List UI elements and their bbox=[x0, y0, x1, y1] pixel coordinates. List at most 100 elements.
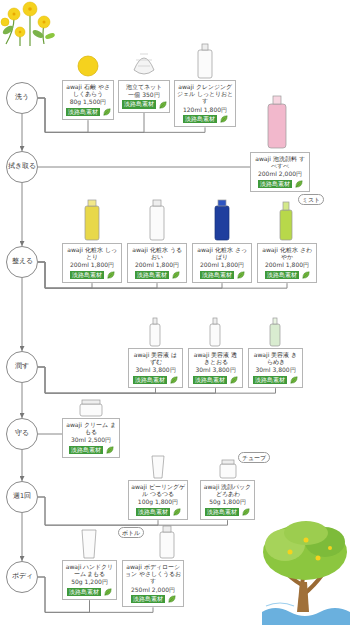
leaf-shape bbox=[103, 109, 109, 115]
leaf-icon bbox=[159, 101, 167, 109]
origin-tag: 淡路島素材 bbox=[135, 271, 169, 280]
flow-connector bbox=[38, 434, 62, 435]
leaf-icon bbox=[172, 271, 180, 279]
leaf-icon bbox=[295, 180, 303, 188]
product-name: awaji 化粧水 しっとり bbox=[65, 246, 119, 260]
leaf-icon bbox=[173, 508, 181, 516]
step-label: 週1回 bbox=[13, 493, 31, 500]
product-name: awaji 化粧水 さっぱり bbox=[195, 246, 249, 260]
product-price: 30ml 2,500円 bbox=[65, 436, 117, 443]
origin-tag: 淡路島素材 bbox=[133, 376, 167, 385]
product-box: awaji ピーリングゲル つるつる100g 1,800円淡路島素材 bbox=[128, 480, 188, 520]
citrus-tree bbox=[262, 521, 350, 625]
step-label: 拭き取る bbox=[8, 163, 36, 170]
product-box: awaji 石鹸 やさしくあらう80g 1,500円淡路島素材 bbox=[62, 80, 114, 120]
product-name: awaji クリーム まもる bbox=[65, 421, 117, 435]
flow-connector bbox=[22, 183, 23, 246]
origin-tag: 淡路島素材 bbox=[122, 100, 156, 109]
origin-tag: 淡路島素材 bbox=[67, 588, 101, 597]
leaf-icon bbox=[103, 108, 111, 116]
callout-bubble: ミスト bbox=[298, 194, 324, 205]
leaf-icon bbox=[290, 376, 298, 384]
product-name: awaji ボディローション やさしくうるおす bbox=[125, 563, 181, 585]
origin-tag: 淡路島素材 bbox=[193, 376, 227, 385]
product-name: awaji ピーリングゲル つるつる bbox=[131, 483, 185, 497]
product-name: awaji 泡洗顔料 すべすべ bbox=[253, 155, 307, 169]
origin-tag: 淡路島素材 bbox=[70, 271, 104, 280]
origin-tag: 淡路島素材 bbox=[253, 376, 287, 385]
leaf-icon bbox=[220, 115, 228, 123]
step-circle: 整える bbox=[6, 246, 38, 278]
step-label: ボディ bbox=[12, 573, 33, 580]
origin-tag: 淡路島素材 bbox=[131, 595, 165, 604]
step-circle: 拭き取る bbox=[6, 151, 38, 183]
product-price: 100g 1,800円 bbox=[131, 498, 185, 505]
product-box: awaji 美容液 透きとおる30ml 3,800円淡路島素材 bbox=[188, 348, 243, 388]
step-circle: 週1回 bbox=[6, 481, 38, 513]
product-price: 200ml 1,800円 bbox=[260, 261, 314, 268]
leaf-shape bbox=[173, 509, 179, 515]
origin-tag: 淡路島素材 bbox=[205, 508, 239, 517]
step-label: 整える bbox=[12, 258, 33, 265]
tag-row: 淡路島素材 bbox=[177, 115, 233, 124]
product-box: awaji 美容液 きらめき30ml 3,800円淡路島素材 bbox=[248, 348, 303, 388]
product-box: awaji ハンドクリーム まもる50g 1,200円淡路島素材 bbox=[62, 560, 117, 600]
origin-tag: 淡路島素材 bbox=[66, 108, 100, 117]
leaf-icon bbox=[106, 446, 114, 454]
leaf-icon bbox=[230, 376, 238, 384]
step-circle: 守る bbox=[6, 418, 38, 450]
product-price: 200ml 1,800円 bbox=[195, 261, 249, 268]
callout-bubble: ボトル bbox=[118, 527, 144, 538]
leaf-shape bbox=[220, 116, 226, 122]
tag-row: 淡路島素材 bbox=[131, 508, 185, 517]
leaf-shape bbox=[107, 272, 113, 278]
leaf-shape bbox=[159, 101, 165, 107]
step-label: 洗う bbox=[15, 94, 29, 101]
product-box: awaji 化粧水 さわやか200ml 1,800円淡路島素材 bbox=[257, 243, 317, 283]
product-name: awaji クレンジングジェル しっとりおとす bbox=[177, 83, 233, 105]
step-circle: 潤す bbox=[6, 351, 38, 383]
product-price: 30ml 3,800円 bbox=[191, 366, 240, 373]
tag-row: 淡路島素材 bbox=[131, 376, 180, 385]
product-name: 泡立てネット bbox=[121, 83, 167, 90]
product-price: 120ml 1,800円 bbox=[177, 106, 233, 113]
tag-row: 淡路島素材 bbox=[253, 180, 307, 189]
product-price: 30ml 3,800円 bbox=[131, 366, 180, 373]
product-name: awaji 美容液 透きとおる bbox=[191, 351, 240, 365]
leaf-shape bbox=[291, 377, 297, 383]
product-box: awaji 泡洗顔料 すべすべ200ml 2,000円淡路島素材 bbox=[250, 152, 310, 192]
product-name: awaji 化粧水 さわやか bbox=[260, 246, 314, 260]
leaf-icon bbox=[242, 508, 250, 516]
tag-row: 淡路島素材 bbox=[195, 271, 249, 280]
leaf-icon bbox=[104, 588, 112, 596]
tag-row: 淡路島素材 bbox=[65, 108, 111, 117]
flow-connector bbox=[22, 513, 23, 561]
tag-row: 淡路島素材 bbox=[65, 271, 119, 280]
product-box: awaji ボディローション やさしくうるおす250ml 2,000円淡路島素材 bbox=[122, 560, 184, 607]
lemon-flowers bbox=[1, 2, 56, 46]
product-box: awaji クレンジングジェル しっとりおとす120ml 1,800円淡路島素材 bbox=[174, 80, 236, 127]
tag-row: 淡路島素材 bbox=[191, 376, 240, 385]
origin-tag: 淡路島素材 bbox=[183, 115, 217, 124]
product-name: awaji 美容液 きらめき bbox=[251, 351, 300, 365]
flow-connector bbox=[38, 167, 250, 168]
origin-tag: 淡路島素材 bbox=[136, 508, 170, 517]
product-box: awaji クリーム まもる30ml 2,500円淡路島素材 bbox=[62, 418, 120, 458]
leaf-shape bbox=[106, 447, 112, 453]
step-circle: ボディ bbox=[6, 561, 38, 593]
product-box: awaji 化粧水 さっぱり200ml 1,800円淡路島素材 bbox=[192, 243, 252, 283]
product-price: 200ml 1,800円 bbox=[130, 261, 184, 268]
step-label: 潤す bbox=[15, 363, 29, 370]
product-box: awaji 洗顔パック どろあわ50g 1,800円淡路島素材 bbox=[200, 480, 255, 520]
leaf-shape bbox=[243, 509, 249, 515]
product-price: 30ml 3,800円 bbox=[251, 366, 300, 373]
tag-row: 淡路島素材 bbox=[130, 271, 184, 280]
leaf-icon bbox=[237, 271, 245, 279]
origin-tag: 淡路島素材 bbox=[200, 271, 234, 280]
leaf-shape bbox=[105, 589, 111, 595]
product-price: 50g 1,200円 bbox=[65, 578, 114, 585]
product-box: awaji 化粧水 しっとり200ml 1,800円淡路島素材 bbox=[62, 243, 122, 283]
leaf-icon bbox=[302, 271, 310, 279]
product-name: awaji ハンドクリーム まもる bbox=[65, 563, 114, 577]
